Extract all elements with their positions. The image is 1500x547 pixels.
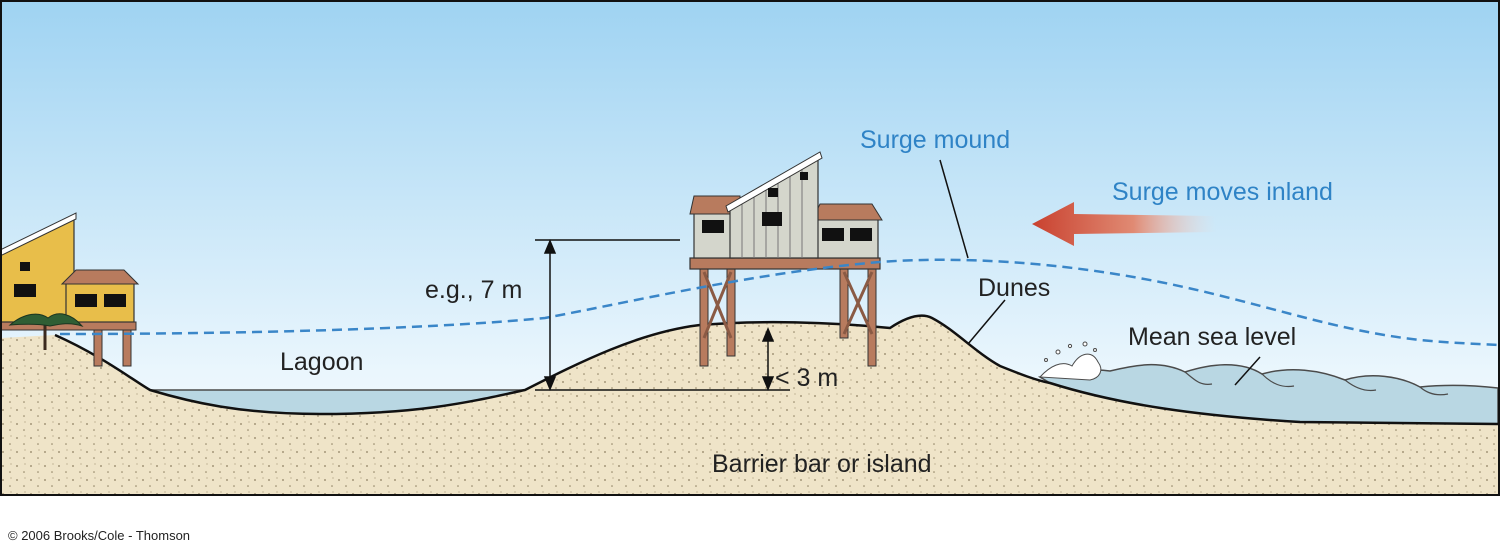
height-limit-label: < 3 m — [775, 364, 838, 392]
surge-mound-leader — [939, 159, 969, 259]
copyright-credit: © 2006 Brooks/Cole - Thomson — [8, 528, 191, 543]
center-stilt-house — [689, 151, 883, 367]
wave-splash — [1038, 341, 1102, 381]
surge-direction-arrow — [1032, 202, 1216, 246]
left-stilt-house — [0, 212, 140, 367]
height-measurement — [535, 239, 790, 391]
shrub — [8, 313, 84, 350]
sea-level-leader — [1234, 356, 1261, 386]
dunes-label: Dunes — [978, 274, 1050, 302]
example-height-label: e.g., 7 m — [425, 276, 522, 304]
mean-sea-level-label: Mean sea level — [1128, 323, 1296, 351]
lagoon-label: Lagoon — [280, 348, 363, 376]
surge-mound-line — [59, 258, 1499, 347]
dunes-leader — [967, 299, 1006, 345]
surge-mound-label: Surge mound — [860, 126, 1010, 154]
surge-moves-inland-label: Surge moves inland — [1112, 178, 1333, 206]
diagram-frame — [0, 0, 1500, 496]
barrier-label: Barrier bar or island — [712, 450, 932, 478]
ground-outline — [54, 314, 1499, 426]
wave-crests — [1184, 371, 1449, 396]
barrier-sand — [1, 315, 1498, 495]
